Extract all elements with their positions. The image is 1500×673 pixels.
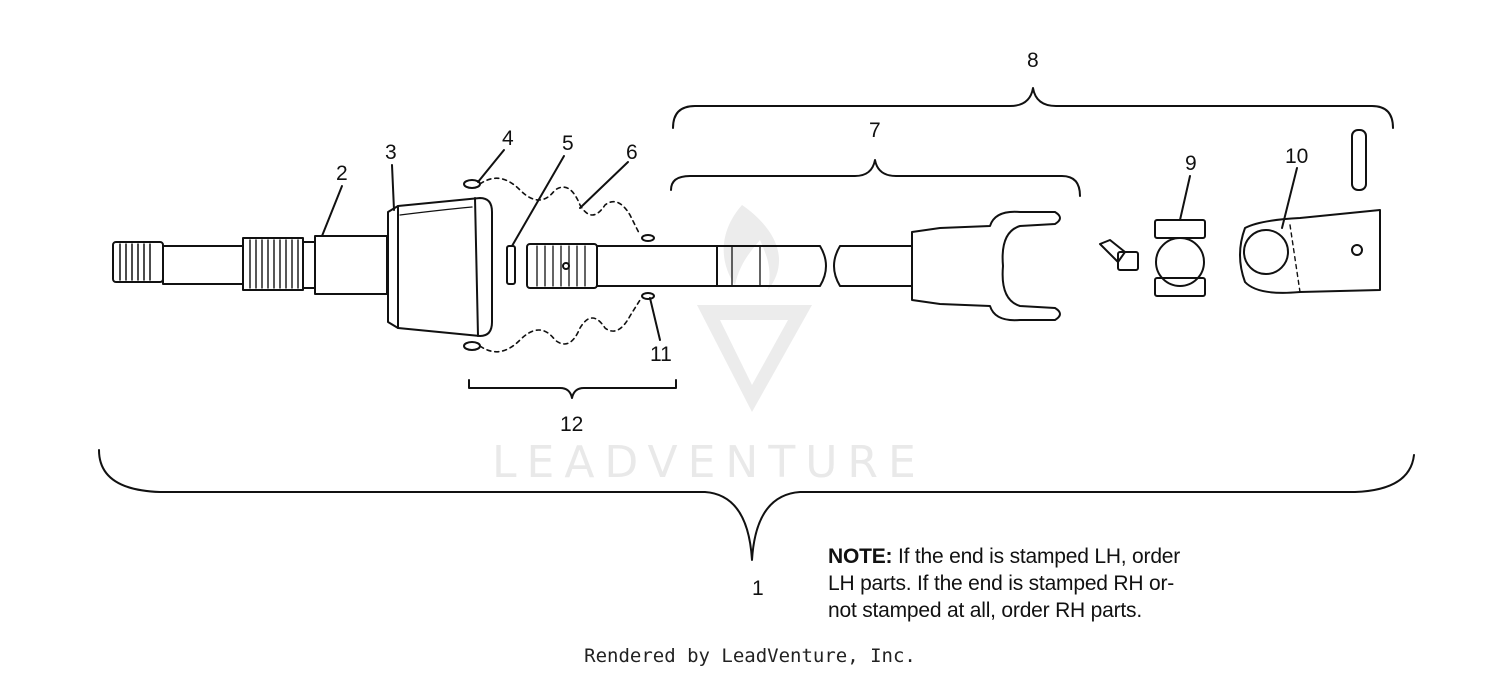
cv-housing-part-3	[387, 197, 493, 337]
callout-5: 5	[562, 132, 574, 155]
leader-10	[1281, 167, 1298, 229]
bracket-12	[468, 379, 677, 399]
footer-credit: Rendered by LeadVenture, Inc.	[584, 645, 916, 667]
watermark-text: LEADVENTURE	[492, 437, 926, 488]
leadventure-watermark-logo	[697, 205, 812, 412]
leader-4	[477, 149, 505, 183]
note-line-1: If the end is stamped LH, order	[892, 545, 1181, 568]
callout-10: 10	[1285, 145, 1309, 168]
splined-shaft-section	[242, 235, 388, 295]
clamp-part-11-top	[641, 234, 655, 242]
leader-5	[511, 155, 565, 247]
leader-6	[579, 161, 629, 209]
cross-bearing-part-9	[1154, 219, 1206, 297]
bracket-1	[98, 449, 1415, 561]
note-line-3: not stamped at all, order RH parts.	[828, 599, 1142, 622]
note-text: NOTE: If the end is stamped LH, order LH…	[828, 543, 1288, 624]
leader-2	[321, 185, 343, 237]
callout-8: 8	[1027, 49, 1039, 72]
boot-part-6	[479, 177, 641, 353]
pin	[1351, 129, 1367, 191]
callout-2: 2	[336, 162, 348, 185]
leader-11	[649, 297, 661, 341]
callout-12: 12	[560, 413, 584, 436]
bracket-8	[672, 87, 1394, 129]
boot-clamp-bottom	[463, 341, 481, 351]
leader-3	[391, 164, 395, 211]
callout-4: 4	[502, 127, 514, 150]
callout-3: 3	[385, 141, 397, 164]
yoke-shaft-part-7	[716, 210, 1061, 322]
grease-fitting	[1099, 239, 1139, 271]
note-line-2: LH parts. If the end is stamped RH or-	[828, 572, 1175, 595]
callout-6: 6	[626, 141, 638, 164]
callout-11: 11	[650, 343, 672, 366]
snap-ring-part-5	[506, 245, 516, 285]
clamp-part-11-bottom	[641, 292, 655, 300]
note-label: NOTE:	[828, 545, 893, 568]
leader-9	[1179, 175, 1191, 221]
callout-9: 9	[1185, 152, 1197, 175]
bracket-7	[670, 159, 1081, 197]
callout-1: 1	[752, 577, 764, 600]
inner-splined-shaft	[526, 243, 718, 289]
callout-7: 7	[869, 119, 881, 142]
threaded-stub	[112, 241, 244, 285]
yoke-part-10	[1239, 209, 1381, 294]
